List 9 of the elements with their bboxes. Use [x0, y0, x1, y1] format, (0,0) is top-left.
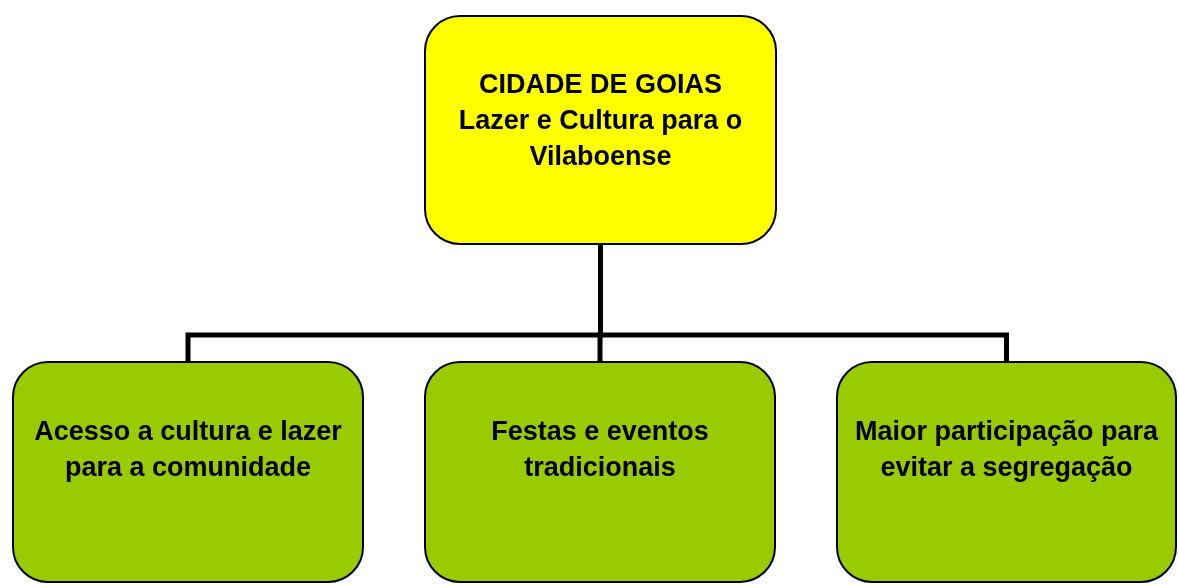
rounded-box [836, 361, 1177, 583]
connector-line [598, 245, 1009, 361]
rounded-box [424, 361, 776, 583]
rounded-box [12, 361, 364, 583]
box-label: Festas e eventos tradicionais [490, 415, 710, 484]
rounded-box [424, 15, 777, 245]
box-label: Acesso a cultura e lazer para a comunidade [33, 415, 343, 484]
box-label: Maior participação para evitar a segregação [853, 415, 1160, 484]
box-label: CIDADE DE GOIAS Lazer e Cultura para o Vilaboense [457, 68, 744, 173]
